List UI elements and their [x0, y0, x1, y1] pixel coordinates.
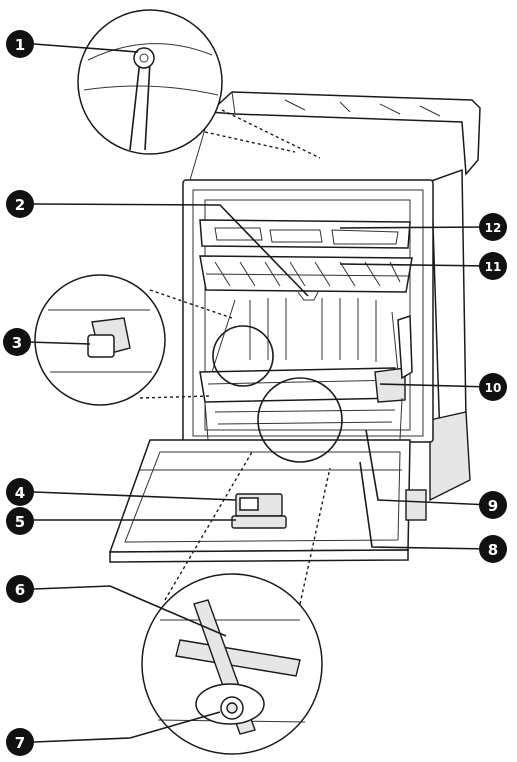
dishwasher-body [110, 92, 480, 562]
callout-7: 7 [6, 728, 34, 756]
svg-text:11: 11 [485, 260, 502, 274]
svg-text:6: 6 [15, 581, 25, 599]
callout-10: 10 [479, 373, 507, 401]
callout-5: 5 [6, 507, 34, 535]
callout-2: 2 [6, 190, 34, 218]
svg-text:12: 12 [485, 221, 502, 235]
callout-12: 12 [479, 213, 507, 241]
svg-text:8: 8 [488, 541, 498, 559]
svg-text:4: 4 [15, 484, 25, 502]
svg-text:3: 3 [12, 334, 22, 352]
callout-6: 6 [6, 575, 34, 603]
svg-text:7: 7 [15, 734, 25, 752]
callout-9: 9 [479, 491, 507, 519]
callout-1: 1 [6, 30, 34, 58]
callout-11: 11 [479, 252, 507, 280]
callout-4: 4 [6, 478, 34, 506]
svg-text:10: 10 [485, 381, 502, 395]
svg-text:2: 2 [15, 196, 25, 214]
svg-text:9: 9 [488, 497, 498, 515]
svg-text:5: 5 [15, 513, 25, 531]
detail-circle-1 [78, 10, 320, 158]
callout-8: 8 [479, 535, 507, 563]
callout-3: 3 [3, 328, 31, 356]
svg-text:1: 1 [15, 36, 25, 54]
